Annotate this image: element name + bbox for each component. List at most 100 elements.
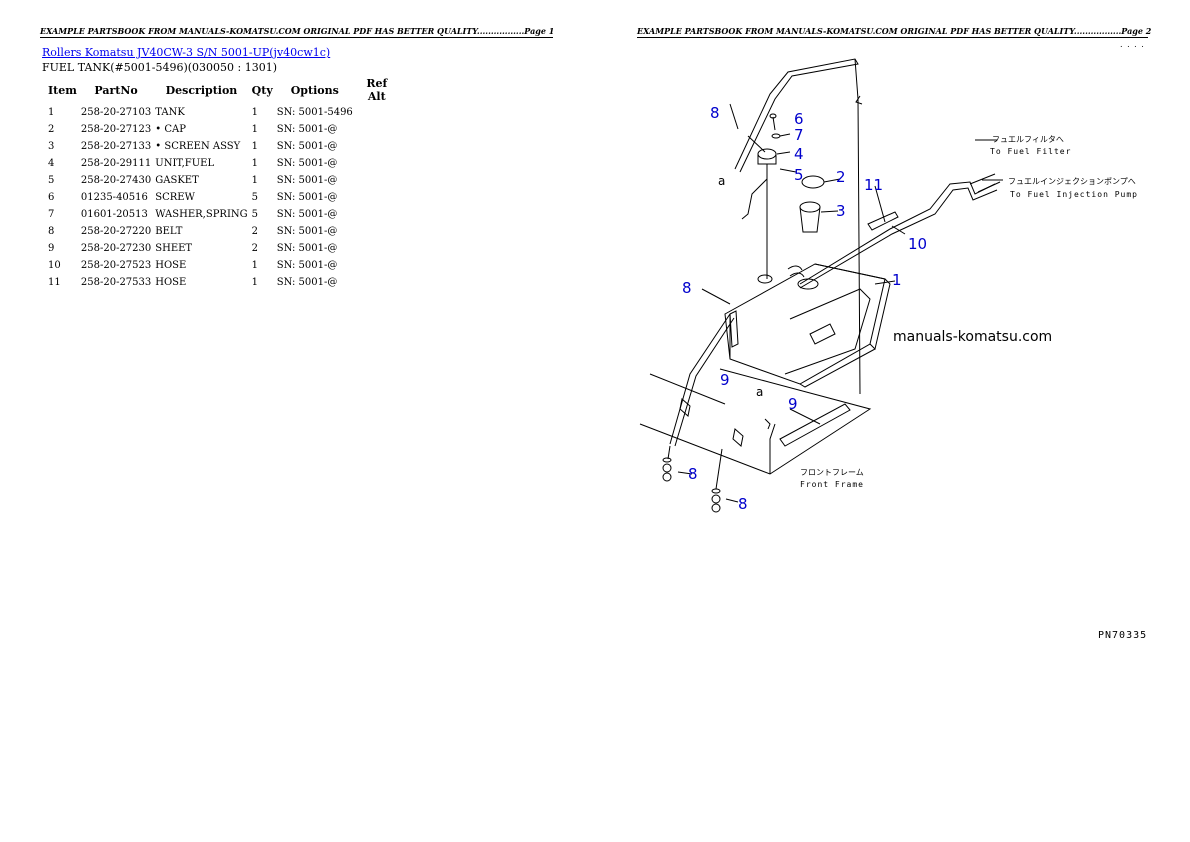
cell-options: SN: 5001-@ bbox=[276, 175, 338, 186]
cell-options: SN: 5001-@ bbox=[276, 192, 338, 203]
cell-partno: 258-20-27523 bbox=[80, 260, 152, 271]
fuel-tank-diagram: 8 6 7 4 5 2 3 11 10 1 8 9 9 8 8 a a フュエル… bbox=[639, 58, 1138, 513]
cell-qty: 1 bbox=[251, 175, 259, 186]
model-title-link[interactable]: Rollers Komatsu JV40CW-3 S/N 5001-UP(jv4… bbox=[42, 46, 331, 59]
page1-header-rule bbox=[40, 37, 553, 38]
callout-labels: 8 6 7 4 5 2 3 11 10 1 8 9 9 8 8 bbox=[682, 104, 927, 513]
col-qty: Qty bbox=[251, 83, 273, 97]
cell-qty: 5 bbox=[251, 209, 259, 220]
cell-description: WASHER,SPRING bbox=[155, 209, 248, 220]
callout-11: 11 bbox=[864, 176, 883, 194]
front-frame-en: Front Frame bbox=[800, 480, 864, 489]
cell-item: 9 bbox=[48, 243, 55, 254]
col-ref-alt: Ref Alt bbox=[366, 77, 388, 103]
callout-6: 6 bbox=[794, 110, 804, 128]
cell-ref-alt bbox=[355, 189, 399, 206]
cell-ref-alt bbox=[355, 121, 399, 138]
watermark-text: manuals-komatsu.com bbox=[893, 329, 1053, 345]
col-description: Description bbox=[165, 83, 238, 97]
table-header-row: Item PartNo Description Qty Options Ref … bbox=[44, 76, 399, 104]
col-options: Options bbox=[290, 83, 339, 97]
to-fuel-filter-en: To Fuel Filter bbox=[990, 147, 1071, 156]
cell-options: SN: 5001-@ bbox=[276, 141, 338, 152]
cell-description: • CAP bbox=[155, 124, 186, 135]
callout-8-nuts-left: 8 bbox=[688, 465, 698, 483]
cell-partno: 258-20-27230 bbox=[80, 243, 152, 254]
cell-item: 2 bbox=[48, 124, 55, 135]
cell-options: SN: 5001-5496 bbox=[276, 107, 353, 118]
cell-description: UNIT,FUEL bbox=[155, 158, 215, 169]
cell-qty: 1 bbox=[251, 124, 259, 135]
cell-options: SN: 5001-@ bbox=[276, 277, 338, 288]
callout-10: 10 bbox=[908, 235, 927, 253]
callout-7: 7 bbox=[794, 126, 804, 144]
cell-ref-alt bbox=[355, 155, 399, 172]
front-frame-jp: フロントフレーム bbox=[800, 468, 864, 477]
callout-8-top: 8 bbox=[710, 104, 720, 122]
cell-qty: 1 bbox=[251, 277, 259, 288]
parts-table: Item PartNo Description Qty Options Ref … bbox=[44, 76, 399, 291]
callout-2: 2 bbox=[836, 168, 846, 186]
cell-item: 10 bbox=[48, 260, 61, 271]
cell-partno: 258-20-27123 bbox=[80, 124, 152, 135]
cell-qty: 1 bbox=[251, 260, 259, 271]
to-injection-pump-en: To Fuel Injection Pump bbox=[1010, 190, 1138, 199]
cell-qty: 2 bbox=[251, 243, 259, 254]
cell-description: • SCREEN ASSY bbox=[155, 141, 241, 152]
callout-8-left: 8 bbox=[682, 279, 692, 297]
cell-ref-alt bbox=[355, 104, 399, 121]
cell-item: 4 bbox=[48, 158, 55, 169]
cell-partno: 258-20-27430 bbox=[80, 175, 152, 186]
cell-ref-alt bbox=[355, 172, 399, 189]
cell-ref-alt bbox=[355, 223, 399, 240]
cell-partno: 258-20-27103 bbox=[80, 107, 152, 118]
cell-description: HOSE bbox=[155, 260, 187, 271]
to-fuel-filter-jp: フュエルフィルタへ bbox=[992, 135, 1064, 144]
cell-qty: 1 bbox=[251, 141, 259, 152]
cell-ref-alt bbox=[355, 138, 399, 155]
cell-options: SN: 5001-@ bbox=[276, 209, 338, 220]
cell-description: SHEET bbox=[155, 243, 193, 254]
cell-description: SCREW bbox=[155, 192, 195, 203]
callout-4: 4 bbox=[794, 145, 804, 163]
cell-options: SN: 5001-@ bbox=[276, 260, 338, 271]
cell-options: SN: 5001-@ bbox=[276, 243, 338, 254]
callout-3: 3 bbox=[836, 202, 846, 220]
cell-description: GASKET bbox=[155, 175, 199, 186]
cell-item: 8 bbox=[48, 226, 55, 237]
cell-partno: 258-20-27220 bbox=[80, 226, 152, 237]
label-a-bottom: a bbox=[756, 385, 763, 399]
cell-ref-alt bbox=[355, 274, 399, 291]
cell-qty: 1 bbox=[251, 107, 259, 118]
cell-partno: 01601-20513 bbox=[80, 209, 148, 220]
cell-description: HOSE bbox=[155, 277, 187, 288]
cell-item: 5 bbox=[48, 175, 55, 186]
cell-qty: 1 bbox=[251, 158, 259, 169]
tank-outline bbox=[724, 263, 886, 385]
cell-item: 3 bbox=[48, 141, 55, 152]
page1-header: EXAMPLE PARTSBOOK FROM MANUALS-KOMATSU.C… bbox=[40, 26, 555, 36]
cell-options: SN: 5001-@ bbox=[276, 158, 338, 169]
cell-item: 6 bbox=[48, 192, 55, 203]
cell-ref-alt bbox=[355, 240, 399, 257]
col-item: Item bbox=[48, 83, 77, 97]
callout-8-nuts-right: 8 bbox=[738, 495, 748, 513]
page2-header-rule bbox=[637, 37, 1148, 38]
cell-qty: 5 bbox=[251, 192, 259, 203]
callout-5: 5 bbox=[794, 166, 804, 184]
section-subtitle: FUEL TANK(#5001-5496)(030050 : 1301) bbox=[42, 61, 278, 74]
cell-ref-alt bbox=[355, 206, 399, 223]
col-partno: PartNo bbox=[94, 83, 138, 97]
callout-1: 1 bbox=[892, 271, 902, 289]
drawing-number: PN70335 bbox=[1098, 630, 1148, 641]
page2-header: EXAMPLE PARTSBOOK FROM MANUALS-KOMATSU.C… bbox=[637, 26, 1152, 36]
cell-description: BELT bbox=[155, 226, 183, 237]
